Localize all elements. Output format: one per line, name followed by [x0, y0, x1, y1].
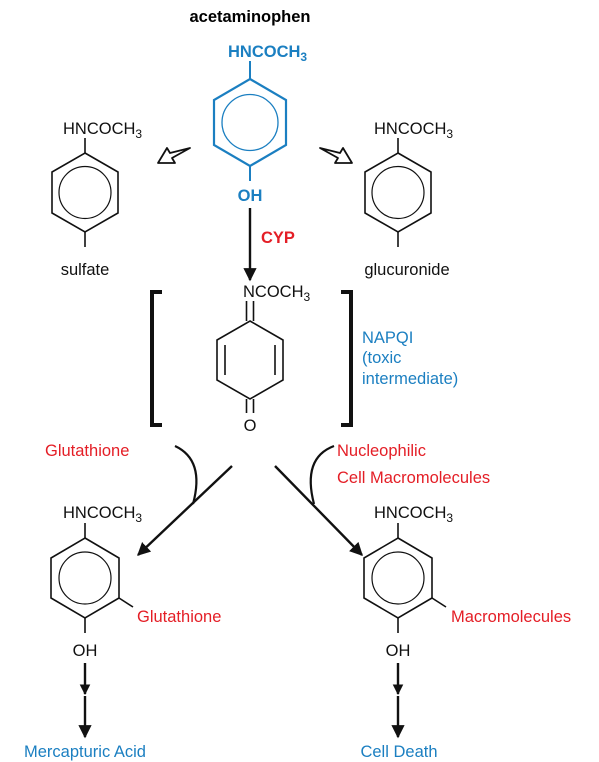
napqi-note-line2: intermediate) [362, 370, 458, 388]
acetaminophen-substituent: HNCOCH3 [228, 43, 307, 64]
reagent-macromolecules: Cell Macromolecules [337, 469, 490, 487]
acetaminophen-oh: OH [238, 187, 263, 205]
gsh-adduct-oh: OH [73, 642, 98, 660]
product-mercapturic-acid: Mercapturic Acid [24, 743, 146, 761]
gsh-adduct-aromatic-circle [58, 551, 112, 605]
napqi-name: NAPQI [362, 329, 413, 347]
gsh-adduct-molecule [50, 523, 134, 633]
gsh-adduct-group: Glutathione [137, 608, 221, 626]
bracket-right [341, 290, 353, 427]
napqi-oxygen: O [244, 417, 257, 435]
macro-adduct-molecule [363, 523, 447, 633]
glucuronide-label: glucuronide [364, 261, 449, 279]
arrow-to-glutathione-adduct [137, 465, 233, 556]
gsh-adduct-substituent: HNCOCH3 [63, 504, 142, 525]
macro-adduct-substituent: HNCOCH3 [374, 504, 453, 525]
acetaminophen-molecule [212, 61, 288, 181]
napqi-molecule [216, 301, 284, 413]
sulfate-ring [51, 152, 119, 233]
napqi-substituent: NCOCH3 [243, 283, 311, 304]
glutathione-joining-curve [174, 445, 198, 505]
glucuronide-molecule [364, 138, 432, 247]
open-arrow-to-sulfate [157, 147, 191, 164]
macromolecule-joining-curve [309, 444, 335, 505]
reagent-nucleophilic: Nucleophilic [337, 442, 426, 460]
sulfate-substituent: HNCOCH3 [63, 120, 142, 141]
reagent-glutathione: Glutathione [45, 442, 129, 460]
napqi-ring [216, 320, 284, 400]
gsh-adduct-ring [50, 537, 120, 619]
sulfate-molecule [51, 138, 119, 247]
sulfate-label: sulfate [61, 261, 110, 279]
macro-adduct-group: Macromolecules [451, 608, 571, 626]
macro-adduct-ring [363, 537, 433, 619]
acetaminophen-ring [212, 77, 288, 168]
glucuronide-aromatic-circle [371, 165, 425, 220]
bracket-left [150, 290, 162, 427]
acetaminophen-aromatic-circle [221, 93, 279, 152]
arrow-to-macromolecule-adduct [274, 465, 363, 556]
open-arrow-to-glucuronide [319, 147, 353, 164]
macro-adduct-aromatic-circle [371, 551, 425, 605]
napqi-note-line1: (toxic [362, 349, 401, 367]
cyp-label: CYP [261, 229, 295, 247]
sulfate-aromatic-circle [58, 165, 112, 220]
glucuronide-ring [364, 152, 432, 233]
title-acetaminophen: acetaminophen [189, 8, 310, 26]
macro-adduct-oh: OH [386, 642, 411, 660]
glucuronide-substituent: HNCOCH3 [374, 120, 453, 141]
product-cell-death: Cell Death [360, 743, 437, 761]
